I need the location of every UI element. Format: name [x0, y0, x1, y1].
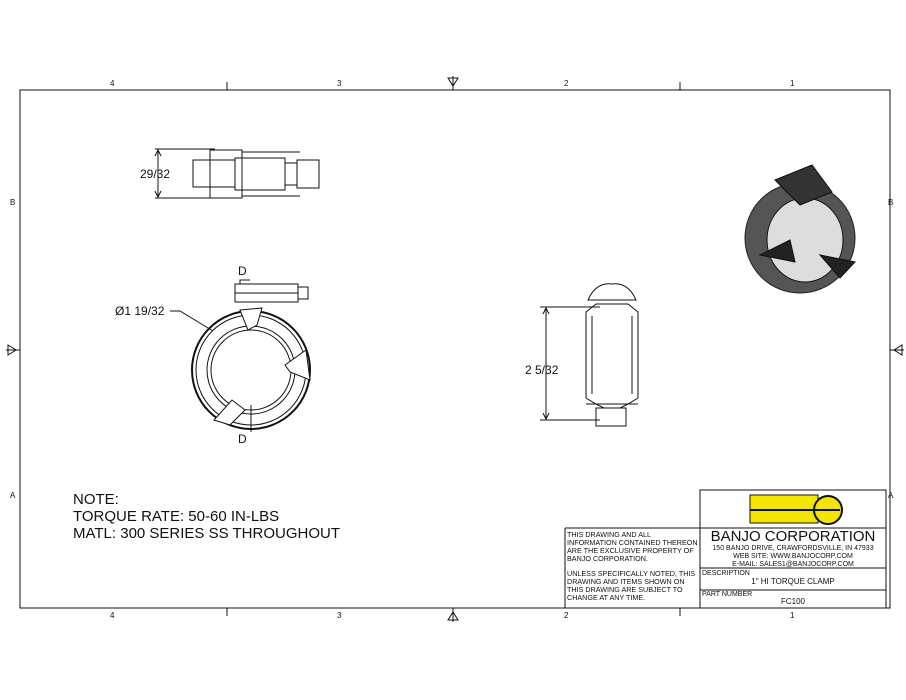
clamp-side-view	[540, 283, 639, 427]
note-heading: NOTE:	[73, 491, 119, 508]
zone-col-3-bottom: 3	[337, 611, 342, 620]
description-label: DESCRIPTION	[702, 570, 750, 577]
zone-col-2-bottom: 2	[564, 611, 569, 620]
zone-row-b-right: B	[888, 198, 894, 207]
part-number-label: PART NUMBER	[702, 591, 753, 598]
title-block	[564, 489, 887, 609]
zone-col-3-top: 3	[337, 79, 342, 88]
zone-col-1-top: 1	[790, 79, 795, 88]
zone-col-4-bottom: 4	[110, 611, 115, 620]
diameter-dimension: Ø1 19/32	[115, 304, 165, 318]
section-label-top: D	[238, 264, 247, 278]
ownership-disclaimer: THIS DRAWING AND ALL INFORMATION CONTAIN…	[567, 530, 698, 563]
zone-col-1-bottom: 1	[790, 611, 795, 620]
zone-row-a-right: A	[888, 491, 894, 500]
part-number-value: FC100	[780, 597, 805, 606]
zone-ticks	[6, 76, 904, 622]
zone-row-a-left: A	[10, 491, 16, 500]
zone-row-b-left: B	[10, 198, 16, 207]
height-dimension: 2 5/32	[525, 363, 559, 377]
zone-col-4-top: 4	[110, 79, 115, 88]
clamp-top-view	[154, 148, 320, 199]
company-email: E-MAIL: SALES1@BANJOCORP.COM	[732, 561, 854, 568]
zone-col-2-top: 2	[564, 79, 569, 88]
note-material: MATL: 300 SERIES SS THROUGHOUT	[73, 525, 341, 542]
width-dimension: 29/32	[140, 167, 171, 181]
clamp-isometric-view	[744, 164, 856, 294]
note-torque: TORQUE RATE: 50-60 IN-LBS	[73, 508, 280, 525]
section-label-bottom: D	[238, 432, 247, 446]
company-name: BANJO CORPORATION	[710, 528, 876, 545]
company-website: WEB SITE: WWW.BANJOCORP.COM	[733, 553, 853, 560]
description-value: 1" HI TORQUE CLAMP	[751, 577, 835, 586]
company-address: 150 BANJO DRIVE, CRAWFORDSVILLE, IN 4793…	[712, 545, 874, 552]
clamp-front-view	[170, 279, 311, 432]
sheet-border	[19, 89, 891, 609]
change-disclaimer: UNLESS SPECIFICALLY NOTED, THIS DRAWING …	[567, 569, 696, 602]
